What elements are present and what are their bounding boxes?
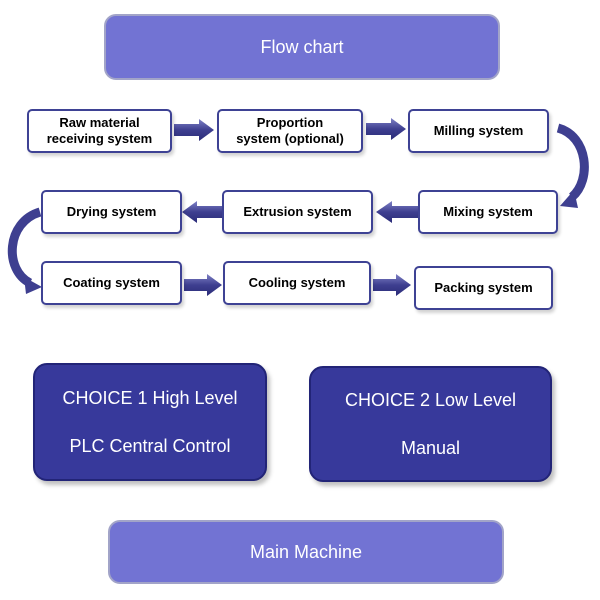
step-raw-material-line2: receiving system	[46, 131, 153, 146]
step-cooling-label: Cooling system	[248, 275, 346, 290]
step-cooling: Cooling system	[223, 261, 371, 305]
choice-2-line2: Manual	[400, 438, 461, 458]
step-milling-label: Milling system	[433, 123, 524, 138]
step-mixing-label: Mixing system	[443, 204, 533, 219]
step-raw-material-receiving: Raw material receiving system	[27, 109, 172, 153]
flow-chart-title-text: Flow chart	[260, 36, 344, 57]
step-packing: Packing system	[414, 266, 553, 310]
step-proportion-line1: Proportion	[256, 115, 324, 130]
step-proportion-line2: system (optional)	[236, 131, 344, 146]
curve-arrow-milling-to-mixing-head	[560, 190, 578, 208]
arrow-cooling-to-packing	[373, 274, 411, 296]
step-milling: Milling system	[408, 109, 549, 153]
step-raw-material-line1: Raw material	[59, 115, 140, 130]
step-drying: Drying system	[41, 190, 182, 234]
step-coating: Coating system	[41, 261, 182, 305]
step-proportion: Proportion system (optional)	[217, 109, 363, 153]
arrow-extrusion-to-drying	[182, 201, 222, 223]
curve-arrow-drying-to-coating-head	[24, 277, 42, 294]
arrow-coating-to-cooling	[184, 274, 222, 296]
main-machine-banner: Main Machine	[108, 520, 504, 584]
choice-1-high-level: CHOICE 1 High Level PLC Central Control	[33, 363, 267, 481]
choice-2-line1: CHOICE 2 Low Level	[344, 390, 517, 410]
arrow-raw-to-proportion	[174, 119, 214, 141]
step-drying-label: Drying system	[66, 204, 157, 219]
step-extrusion-label: Extrusion system	[243, 204, 352, 219]
step-packing-label: Packing system	[434, 280, 533, 295]
arrow-mixing-to-extrusion	[376, 201, 418, 223]
curve-arrow-milling-to-mixing	[556, 123, 589, 201]
step-mixing: Mixing system	[418, 190, 558, 234]
curve-arrow-drying-to-coating	[7, 207, 42, 288]
arrow-proportion-to-milling	[366, 118, 406, 140]
choice-2-low-level: CHOICE 2 Low Level Manual	[309, 366, 552, 482]
flow-chart-title: Flow chart	[104, 14, 500, 80]
step-coating-label: Coating system	[63, 275, 160, 290]
step-extrusion: Extrusion system	[222, 190, 373, 234]
main-machine-label: Main Machine	[249, 541, 363, 562]
choice-1-line2: PLC Central Control	[69, 436, 231, 456]
choice-1-line1: CHOICE 1 High Level	[62, 388, 238, 408]
